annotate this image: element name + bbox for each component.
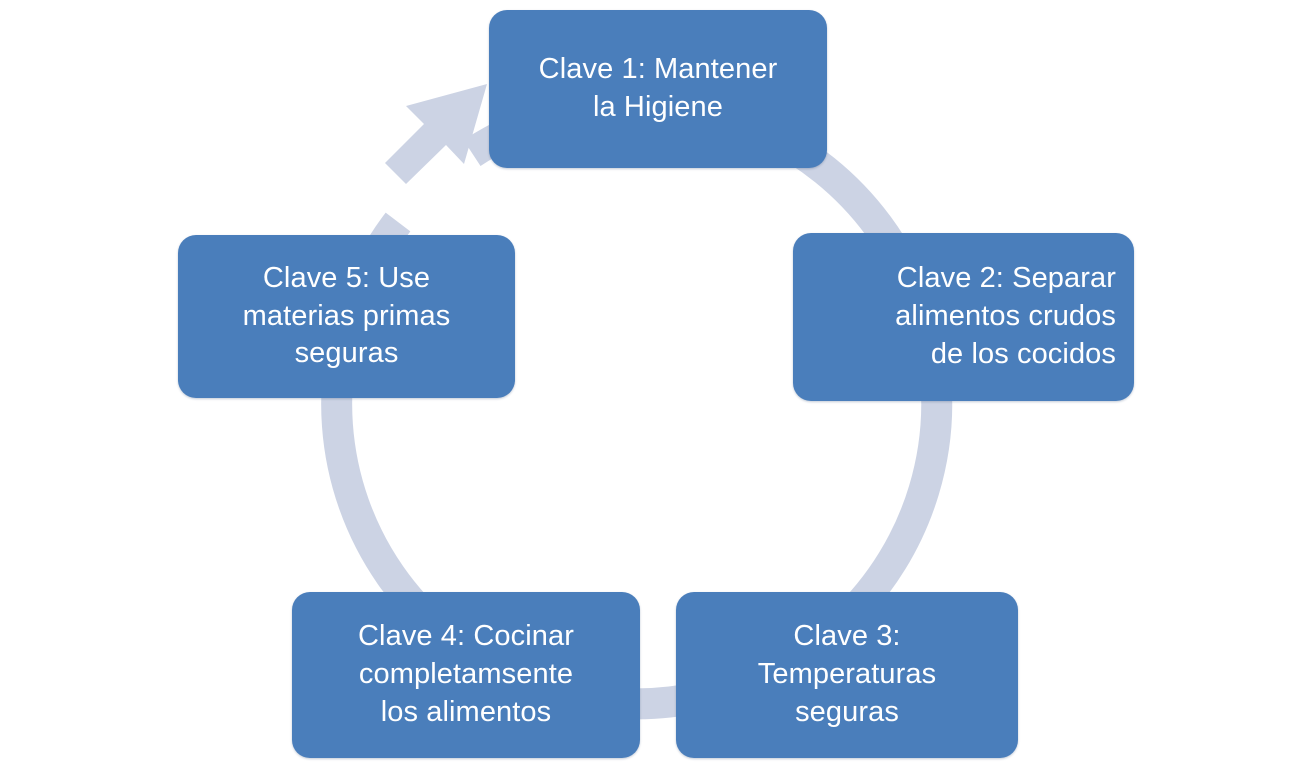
cycle-node-clave-3[interactable]: Clave 3: Temperaturas seguras xyxy=(676,592,1018,758)
cycle-node-clave-4[interactable]: Clave 4: Cocinar completamsente los alim… xyxy=(292,592,640,758)
cycle-node-label: Clave 2: Separar alimentos crudos de los… xyxy=(895,262,1116,370)
cycle-node-clave-1[interactable]: Clave 1: Mantener la Higiene xyxy=(489,10,827,168)
ring-arrowhead-icon xyxy=(385,84,487,184)
cycle-node-label: Clave 1: Mantener la Higiene xyxy=(538,53,778,123)
cycle-node-label: Clave 3: Temperaturas seguras xyxy=(757,620,937,728)
cycle-node-clave-5[interactable]: Clave 5: Use materias primas seguras xyxy=(178,235,515,398)
cycle-node-label: Clave 5: Use materias primas seguras xyxy=(242,261,451,370)
cycle-node-label: Clave 4: Cocinar completamsente los alim… xyxy=(358,620,574,728)
cycle-node-clave-2[interactable]: Clave 2: Separar alimentos crudos de los… xyxy=(793,233,1134,401)
